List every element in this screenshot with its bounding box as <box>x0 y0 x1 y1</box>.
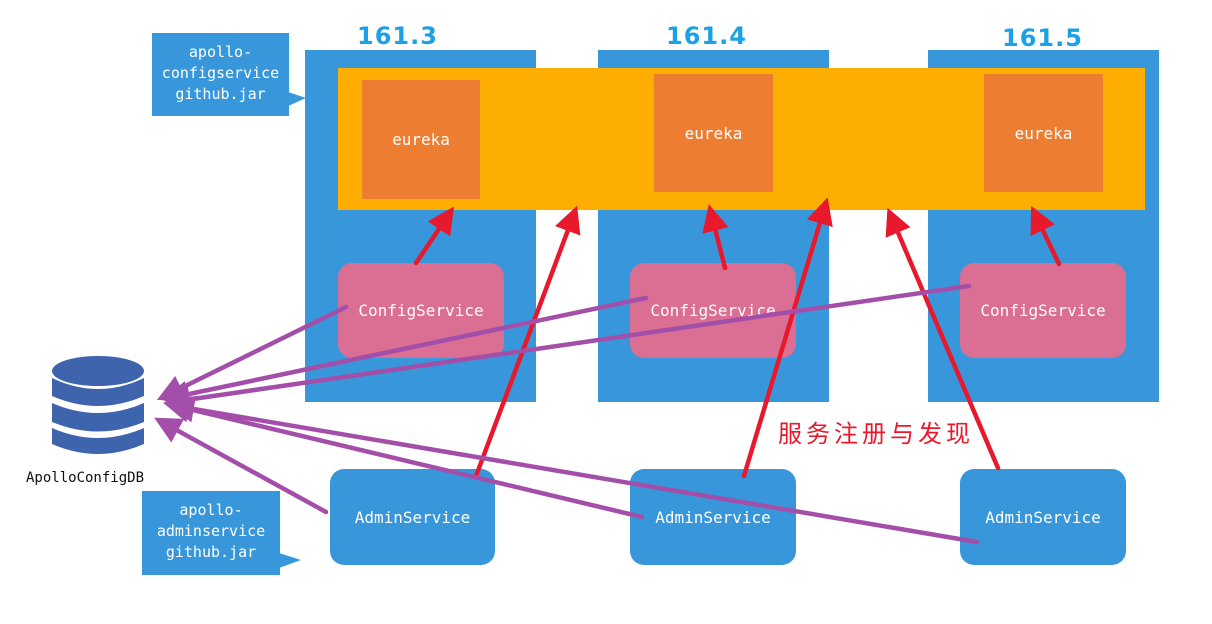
host-label-161-5: 161.5 <box>1002 24 1083 52</box>
admin-service-161-4[interactable]: AdminService <box>630 469 796 565</box>
admin-service-label: AdminService <box>354 507 471 527</box>
database-label: ApolloConfigDB <box>26 470 145 486</box>
configservice-jar-callout: apollo- configservice github.jar <box>152 33 289 116</box>
eureka-label: eureka <box>1014 123 1073 143</box>
config-service-label: ConfigService <box>358 301 484 320</box>
service-registration-discovery-label: 服务注册与发现 <box>778 420 974 448</box>
admin-service-label: AdminService <box>655 507 771 527</box>
config-to-db-arrow-161-5 <box>163 283 972 413</box>
admin-service-label: AdminService <box>985 507 1101 527</box>
config-service-161-4[interactable]: ConfigService <box>630 263 796 358</box>
adminservice-jar-callout: apollo- adminservice github.jar <box>142 491 280 575</box>
config-service-161-3[interactable]: ConfigService <box>338 263 504 358</box>
admin-service-161-5[interactable]: AdminService <box>960 469 1126 565</box>
eureka-label: eureka <box>684 123 743 143</box>
eureka-label: eureka <box>392 130 450 149</box>
eureka-node-161-5[interactable]: eureka <box>984 74 1103 192</box>
database-icon[interactable] <box>50 356 146 460</box>
admin-service-161-3[interactable]: AdminService <box>330 469 495 565</box>
config-service-label: ConfigService <box>980 301 1106 320</box>
eureka-node-161-4[interactable]: eureka <box>654 74 773 192</box>
config-service-161-5[interactable]: ConfigService <box>960 263 1126 358</box>
host-label-161-3: 161.3 <box>357 22 438 50</box>
config-service-label: ConfigService <box>650 301 776 320</box>
host-label-161-4: 161.4 <box>666 22 747 50</box>
eureka-node-161-3[interactable]: eureka <box>362 80 480 199</box>
